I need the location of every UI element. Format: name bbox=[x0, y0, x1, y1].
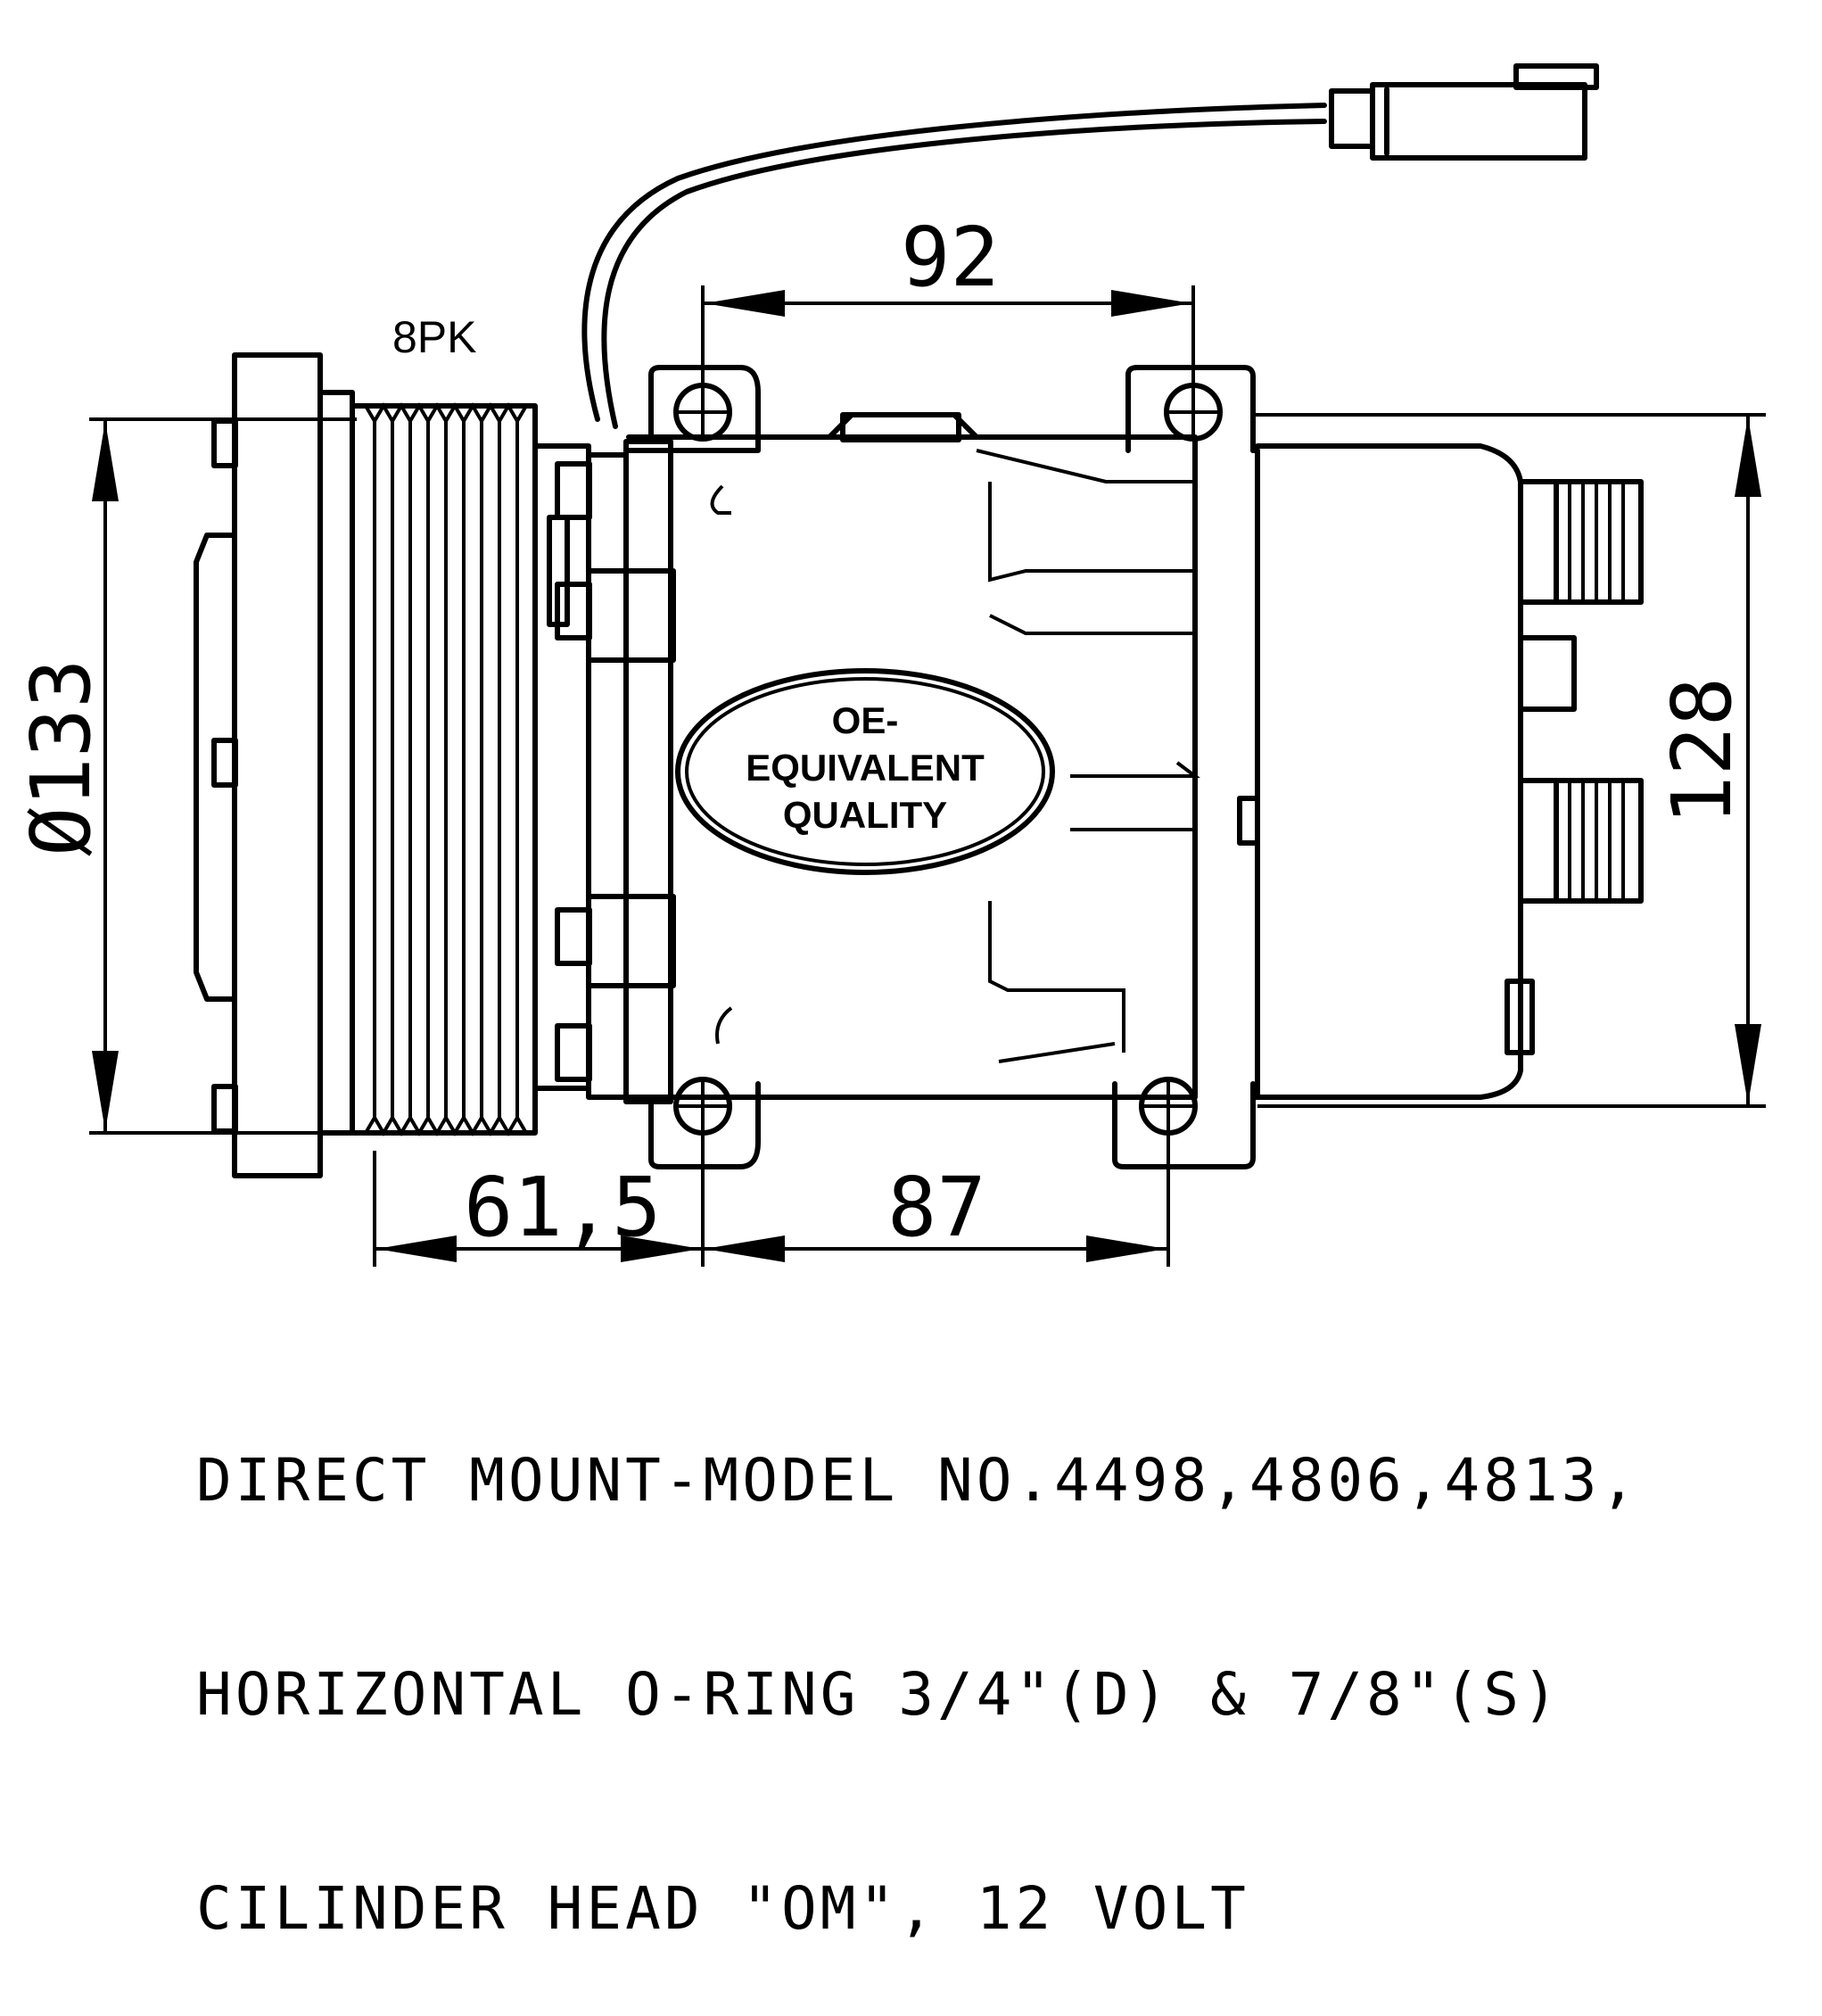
dimension-92: 92 bbox=[701, 210, 1195, 392]
dimension-87: 87 bbox=[705, 1133, 1170, 1267]
compressor-body bbox=[626, 365, 1256, 1169]
specification-notes: DIRECT MOUNT-MODEL NO.4498,4806,4813, HO… bbox=[196, 1302, 1639, 2016]
dimension-61-5-label: 61,5 bbox=[464, 1160, 662, 1255]
dimension-128: 128 bbox=[1253, 413, 1766, 1108]
port-fitting-icon bbox=[1505, 479, 1644, 1055]
dimension-128-label: 128 bbox=[1654, 677, 1750, 825]
badge-line-1: OE- bbox=[832, 699, 899, 741]
dimension-92-label: 92 bbox=[901, 210, 1000, 305]
wire-connector bbox=[581, 63, 1599, 429]
badge-line-2: EQUIVALENT bbox=[746, 747, 985, 789]
pulley bbox=[350, 402, 538, 1136]
note-line-1: DIRECT MOUNT-MODEL NO.4498,4806,4813, bbox=[196, 1446, 1640, 1515]
quality-badge: OE- EQUIVALENT QUALITY bbox=[675, 668, 1055, 875]
badge-line-3: QUALITY bbox=[783, 794, 947, 836]
dimension-61-5: 61,5 bbox=[373, 1133, 705, 1267]
note-line-2: HORIZONTAL O-RING 3/4"(D) & 7/8"(S) bbox=[196, 1660, 1562, 1729]
dimension-133: Ø133 bbox=[13, 417, 357, 1135]
dimension-87-label: 87 bbox=[887, 1160, 986, 1255]
belt-label: 8PK bbox=[392, 312, 477, 362]
dimension-133-label: Ø133 bbox=[13, 658, 109, 856]
rear-head bbox=[1237, 443, 1644, 1100]
front-plate bbox=[532, 439, 676, 1104]
note-line-3: CILINDER HEAD "OM", 12 VOLT bbox=[196, 1874, 1249, 1943]
compressor-drawing: 92 61,5 87 Ø133 128 8PK OE- bbox=[13, 63, 1766, 1267]
clutch-plate bbox=[194, 352, 355, 1178]
bolt-icon bbox=[555, 461, 592, 1082]
